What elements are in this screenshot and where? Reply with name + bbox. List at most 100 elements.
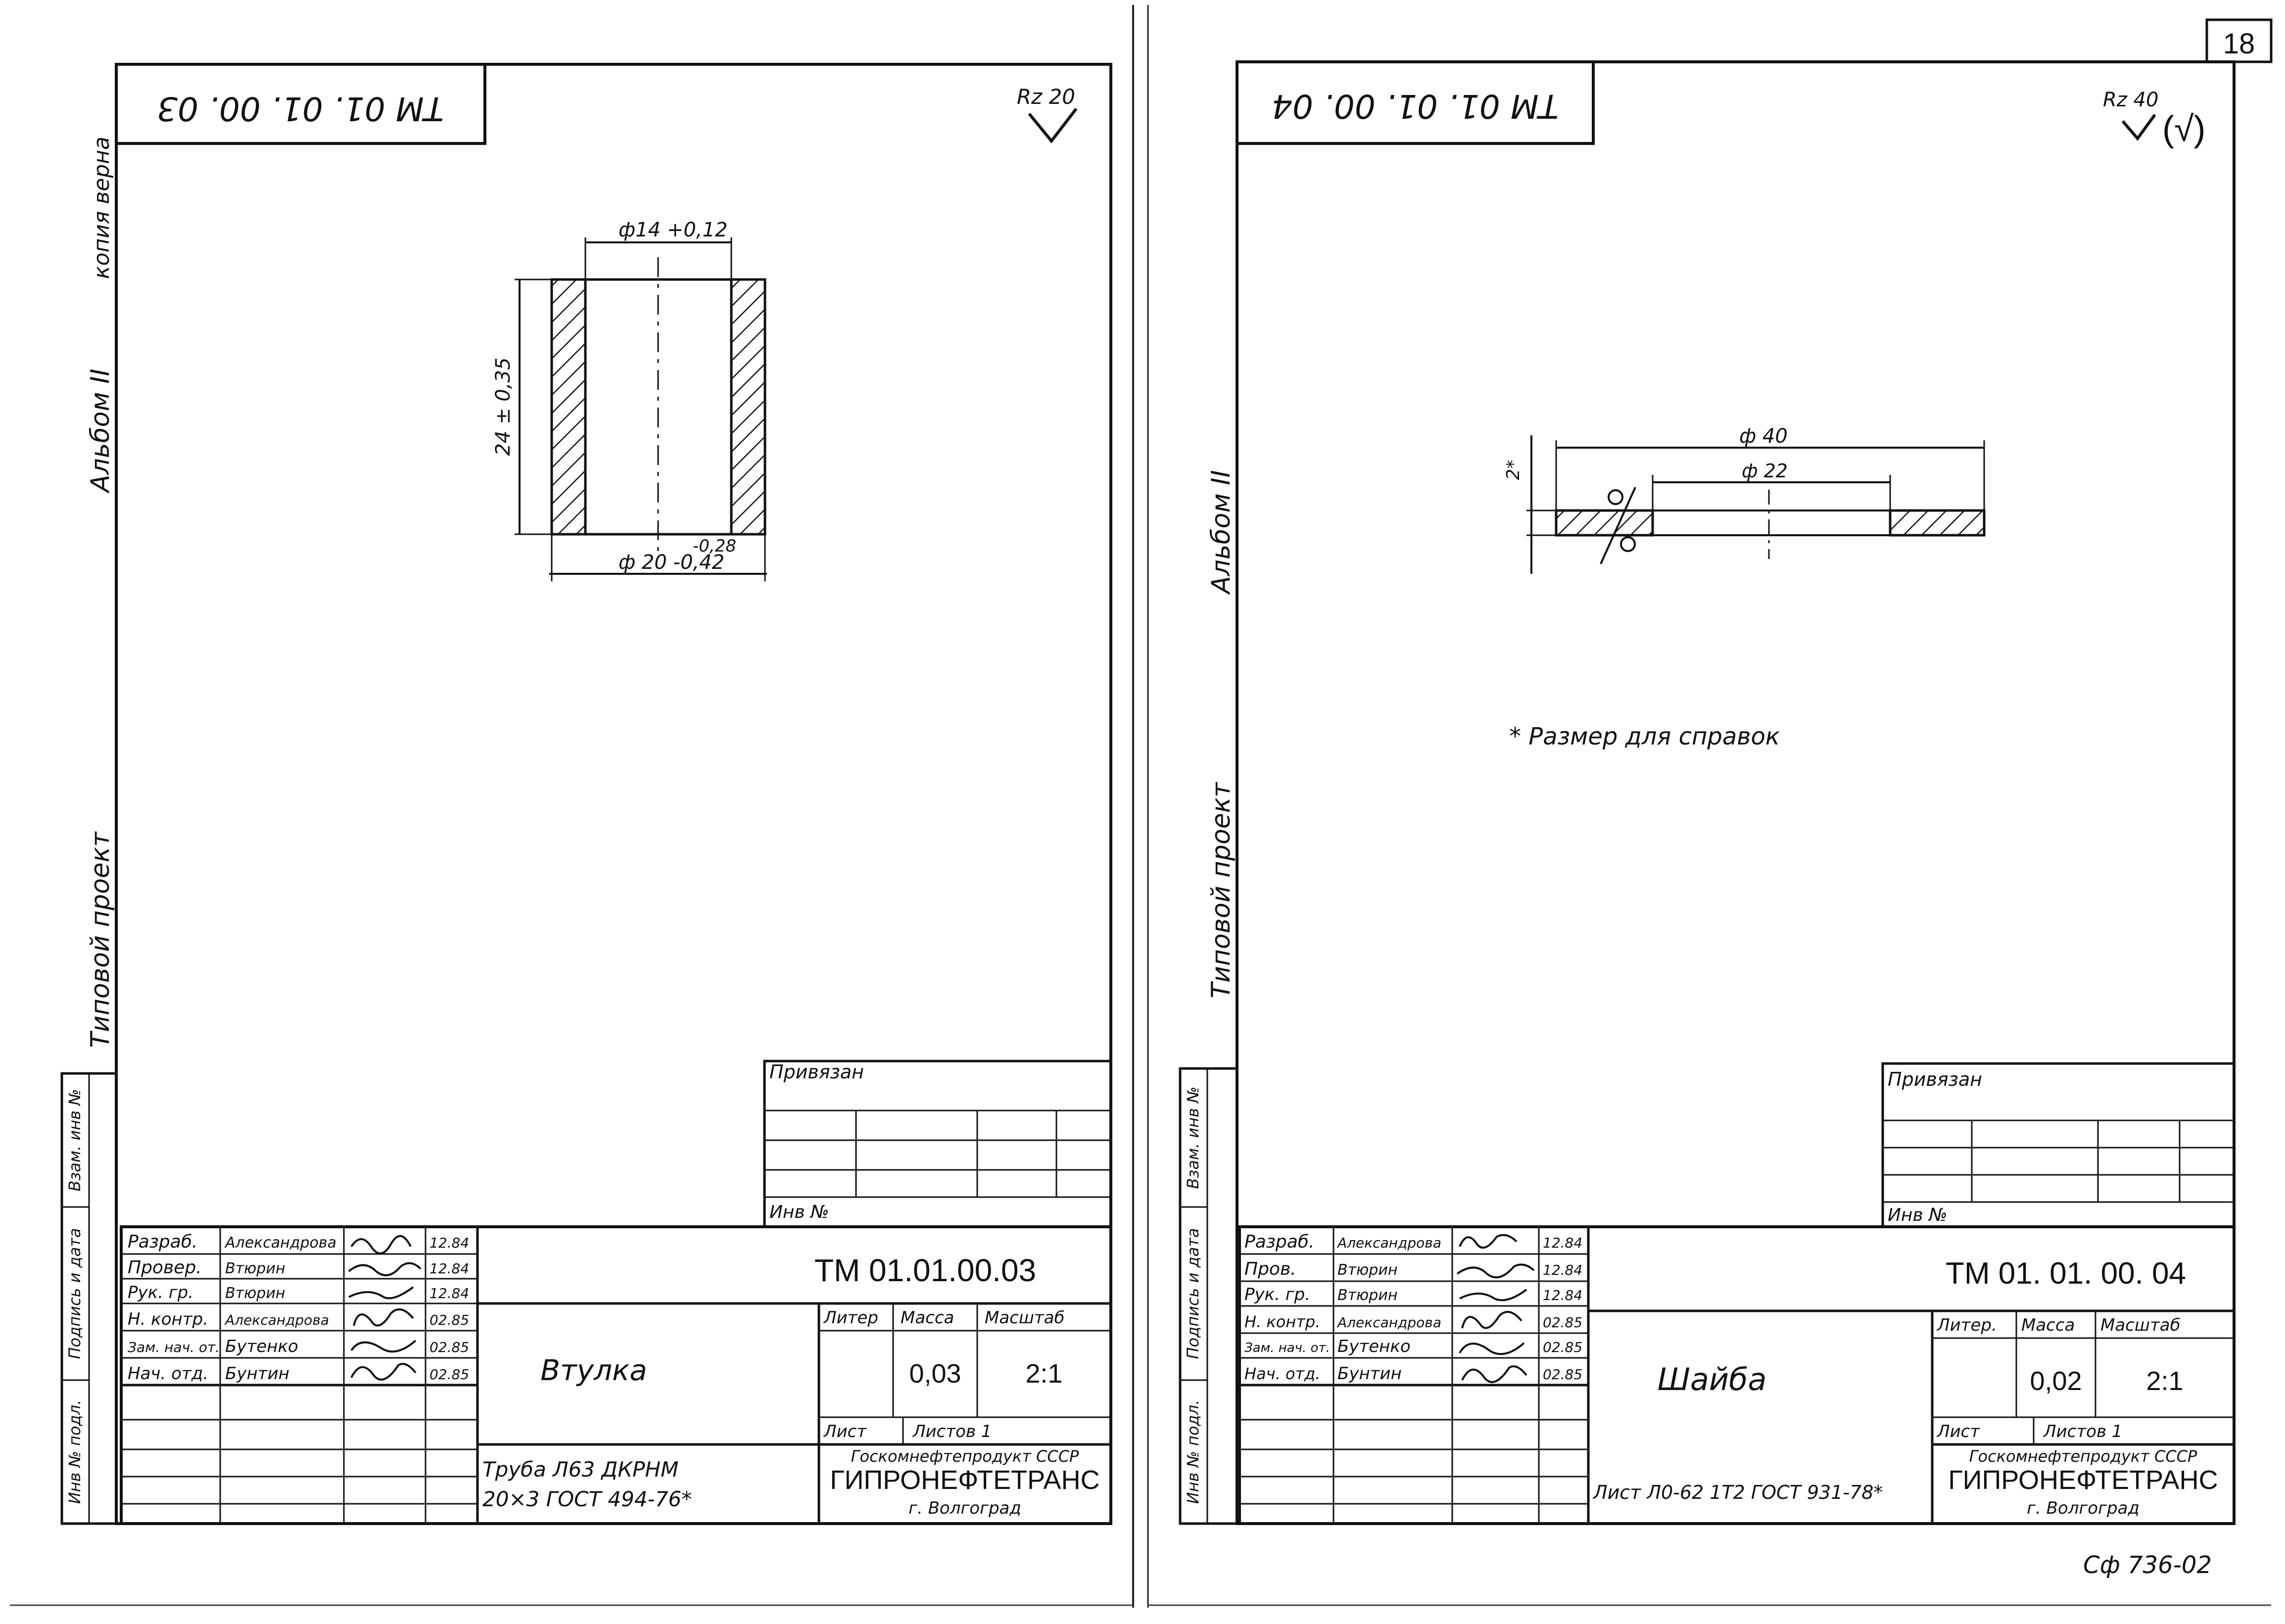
role-date: 02.85 <box>429 1339 469 1355</box>
top-code-box <box>115 63 486 145</box>
chamfer-line <box>1600 487 1636 564</box>
scale-value: 2:1 <box>1025 1359 1062 1389</box>
sheets-label: Листов 1 <box>912 1422 992 1441</box>
role-name: Александрова <box>224 1312 329 1328</box>
role-name: Бунтин <box>1337 1364 1402 1384</box>
org-city: г. Волгоград <box>2027 1498 2140 1518</box>
chamfer-mark-icon <box>1608 489 1623 505</box>
roughness-bracket-icon: (√) <box>2162 109 2205 149</box>
dim-height: 24 ± 0,35 <box>492 358 515 456</box>
role-date: 02.85 <box>1543 1366 1582 1383</box>
bound-table: Привязан Инв № <box>763 1060 1112 1228</box>
org-line-1: Госкомнефтепродукт СССР <box>1969 1447 2197 1466</box>
sheet-number-box <box>2205 18 2273 63</box>
sheet-label: Лист <box>823 1422 867 1441</box>
dim-inner-dia: ф14 +0,12 <box>619 219 727 241</box>
sleeve-section: ф14 +0,12 24 ± 0,35 -0,28 ф 20 -0,42 <box>492 219 767 581</box>
dim-outer-dia: ф 20 -0,42 <box>619 551 724 574</box>
signatures-image <box>348 1235 422 1381</box>
role-name: Бутенко <box>1337 1337 1411 1356</box>
roughness-label: Rz 20 <box>1017 85 1075 109</box>
role-date: 12.84 <box>429 1260 469 1277</box>
stamp-replace-inv: Взам. инв № <box>65 1089 84 1191</box>
drawing-frame <box>1236 60 2236 1525</box>
dim-outer-dia: ф 40 <box>1739 425 1788 448</box>
role-label: Разраб. <box>1244 1232 1314 1252</box>
doc-code: ТМ 01. 01. 00. 04 <box>1946 1256 2186 1291</box>
role-name: Втюрин <box>1337 1261 1397 1279</box>
role-name: Бутенко <box>225 1337 298 1356</box>
footer-code: Сф 736-02 <box>2083 1551 2212 1579</box>
stamp-replace-inv: Взам. инв № <box>1184 1086 1202 1189</box>
part-title: Втулка <box>540 1353 647 1387</box>
role-date: 12.84 <box>1543 1262 1582 1278</box>
part-title: Шайба <box>1658 1361 1767 1397</box>
roles-list: Разраб. Александрова 12.84 Пров. Втюрин … <box>1244 1232 1582 1384</box>
sheet-number: 18 <box>2223 28 2255 60</box>
doc-code: ТМ 01.01.00.03 <box>814 1253 1036 1288</box>
bound-label: Привязан <box>769 1061 864 1083</box>
scale-value: 2:1 <box>2146 1366 2183 1396</box>
washer-left <box>1555 509 1654 537</box>
role-label: Зам. нач. от. <box>128 1339 220 1355</box>
role-label: Н. контр. <box>1244 1312 1320 1331</box>
role-date: 12.84 <box>1543 1287 1582 1303</box>
mass-value: 0,02 <box>2030 1366 2082 1396</box>
material-line-2: 20×3 ГОСТ 494-76* <box>482 1487 692 1511</box>
top-code: ТМ 01. 01. 00. 03 <box>157 90 444 128</box>
sleeve-wall-left <box>550 278 587 536</box>
role-label: Разраб. <box>128 1232 197 1252</box>
role-name: Втюрин <box>225 1260 285 1277</box>
stamp-signature-date: Подпись и дата <box>1184 1228 1202 1359</box>
top-code-box <box>1236 60 1595 145</box>
stamp-inv-orig: Инв № подл. <box>1184 1400 1202 1504</box>
reference-note: * Размер для справок <box>1509 723 1780 750</box>
roughness-check-icon <box>1028 108 1078 143</box>
role-label: Пров. <box>1244 1259 1296 1279</box>
role-name: Бунтин <box>225 1364 289 1384</box>
roughness-label: Rz 40 <box>2103 89 2158 111</box>
role-date: 12.84 <box>1543 1235 1582 1251</box>
role-name: Александрова <box>1336 1235 1441 1251</box>
bound-table: Привязан Инв № <box>1881 1062 2236 1228</box>
role-name: Втюрин <box>225 1285 285 1302</box>
sheet-label: Лист <box>1936 1422 1980 1441</box>
role-name: Втюрин <box>1337 1287 1397 1304</box>
stamp-inv-orig: Инв № подл. <box>65 1400 84 1504</box>
dim-inner-dia: ф 22 <box>1742 460 1788 482</box>
role-date: 02.85 <box>429 1366 469 1383</box>
role-label: Рук. гр. <box>1244 1285 1310 1304</box>
role-label: Нач. отд. <box>128 1364 208 1384</box>
project-label: Типовой проект <box>1206 782 1236 998</box>
title-block: Разраб. Александрова 12.84 Провер. Втюри… <box>120 1225 1112 1525</box>
role-date: 02.85 <box>429 1312 469 1328</box>
top-code: ТМ 01. 01. 00. 04 <box>1272 87 1559 125</box>
role-name: Александрова <box>224 1234 336 1252</box>
org-line-1: Госкомнефтепродукт СССР <box>851 1447 1079 1466</box>
material-line-1: Труба Л63 ДКРНМ <box>482 1457 678 1482</box>
mass-value: 0,03 <box>909 1359 961 1389</box>
role-name: Александрова <box>1336 1314 1441 1331</box>
lit-label: Литер <box>823 1308 878 1328</box>
album-label: Альбом II <box>1206 470 1236 595</box>
sheet-right: ТМ 01. 01. 00. 04 Rz 40 (√) ф 40 ф 22 <box>1179 60 2236 1525</box>
material-line-1: Лист Л0-62 1Т2 ГОСТ 931-78* <box>1592 1482 1883 1503</box>
stamp-signature-date: Подпись и дата <box>65 1228 84 1359</box>
project-label: Типовой проект <box>86 831 115 1048</box>
dim-outer-tol: -0,28 <box>693 536 736 556</box>
role-date: 12.84 <box>429 1235 469 1251</box>
sleeve-wall-right <box>730 278 766 536</box>
role-label: Провер. <box>128 1257 202 1278</box>
roughness-check-icon <box>2121 114 2156 141</box>
copy-note: копия верна <box>89 137 114 279</box>
lit-label: Литер. <box>1936 1315 1997 1335</box>
left-stamp-columns: Инв № подл. Подпись и дата Взам. инв № Т… <box>1179 470 1238 1525</box>
title-block: Разраб. Александрова 12.84 Пров. Втюрин … <box>1238 1225 2236 1525</box>
role-label: Рук. гр. <box>128 1283 193 1302</box>
sheets-label: Листов 1 <box>2043 1422 2122 1441</box>
role-label: Зам. нач. от. <box>1244 1341 1330 1355</box>
washer-right <box>1889 509 1986 537</box>
inv-label: Инв № <box>769 1202 829 1222</box>
role-label: Нач. отд. <box>1244 1364 1320 1383</box>
org-city: г. Волгоград <box>908 1498 1021 1518</box>
